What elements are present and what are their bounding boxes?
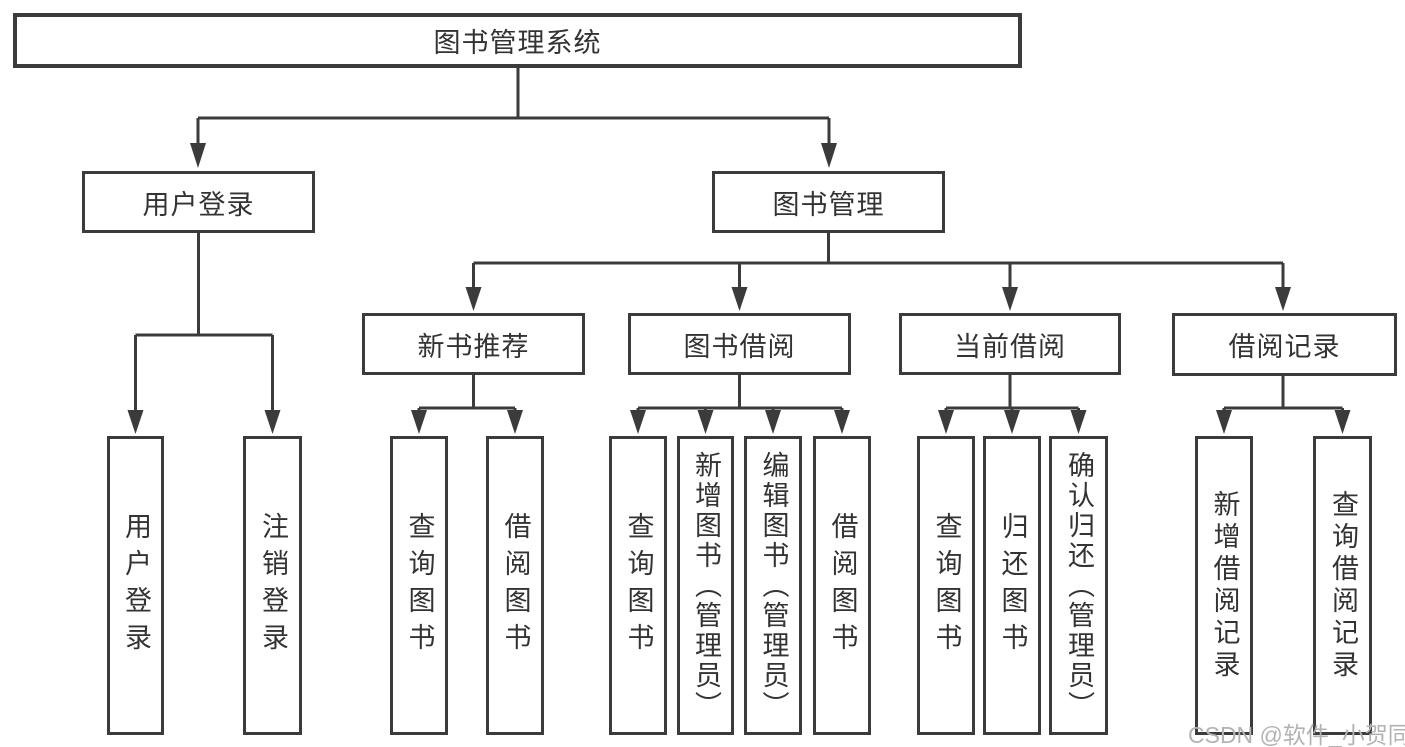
- node-query-books-recommend: 查询图书: [390, 436, 448, 735]
- node-book-management-label: 图书管理: [772, 189, 885, 220]
- node-root-label: 图书管理系统: [433, 28, 602, 58]
- node-edit-book-admin: 编辑图书（管理员）: [744, 436, 802, 735]
- node-add-borrow-record: 新增借阅记录: [1195, 436, 1253, 735]
- node-add-borrow-record-label: 新增借阅记录: [1209, 489, 1240, 682]
- node-confirm-return-admin-label: 确认归还（管理员）: [1064, 450, 1094, 721]
- node-confirm-return-admin: 确认归还（管理员）: [1049, 436, 1108, 735]
- node-borrow-records: 借阅记录: [1172, 313, 1397, 376]
- node-add-book-admin-label: 新增图书（管理员）: [691, 450, 721, 721]
- node-return-book-label: 归还图书: [997, 511, 1028, 660]
- node-book-borrow-label: 图书借阅: [683, 331, 796, 362]
- watermark-text: CSDN @软件_小贺同学: [1188, 722, 1405, 747]
- node-query-books-current-label: 查询图书: [931, 511, 962, 660]
- node-root: 图书管理系统: [13, 13, 1022, 68]
- node-user-login-action: 用户登录: [107, 436, 164, 735]
- node-query-books-current: 查询图书: [917, 436, 975, 735]
- node-book-borrow: 图书借阅: [628, 313, 851, 375]
- node-borrow-records-label: 借阅记录: [1228, 332, 1341, 362]
- node-new-book-recommend: 新书推荐: [362, 313, 585, 375]
- node-user-login: 用户登录: [82, 171, 315, 233]
- node-current-borrow-label: 当前借阅: [954, 331, 1066, 362]
- node-query-books-borrow-label: 查询图书: [623, 511, 654, 660]
- node-query-borrow-record: 查询借阅记录: [1313, 436, 1372, 735]
- node-borrow-books-action: 借阅图书: [813, 436, 871, 735]
- node-return-book: 归还图书: [983, 436, 1041, 735]
- node-logout-action-label: 注销登录: [258, 511, 288, 660]
- node-query-borrow-record-label: 查询借阅记录: [1328, 489, 1358, 682]
- node-current-borrow: 当前借阅: [899, 313, 1121, 375]
- node-book-management: 图书管理: [712, 171, 945, 233]
- node-user-login-label: 用户登录: [142, 189, 255, 220]
- node-borrow-books-recommend-label: 借阅图书: [500, 511, 531, 660]
- node-query-books-borrow: 查询图书: [609, 436, 667, 735]
- node-logout-action: 注销登录: [243, 436, 302, 735]
- node-new-book-recommend-label: 新书推荐: [417, 331, 530, 362]
- node-edit-book-admin-label: 编辑图书（管理员）: [758, 450, 789, 721]
- node-query-books-recommend-label: 查询图书: [404, 511, 435, 660]
- node-add-book-admin: 新增图书（管理员）: [677, 436, 734, 735]
- node-borrow-books-recommend: 借阅图书: [486, 436, 544, 735]
- node-user-login-action-label: 用户登录: [121, 511, 151, 660]
- node-borrow-books-action-label: 借阅图书: [827, 511, 858, 660]
